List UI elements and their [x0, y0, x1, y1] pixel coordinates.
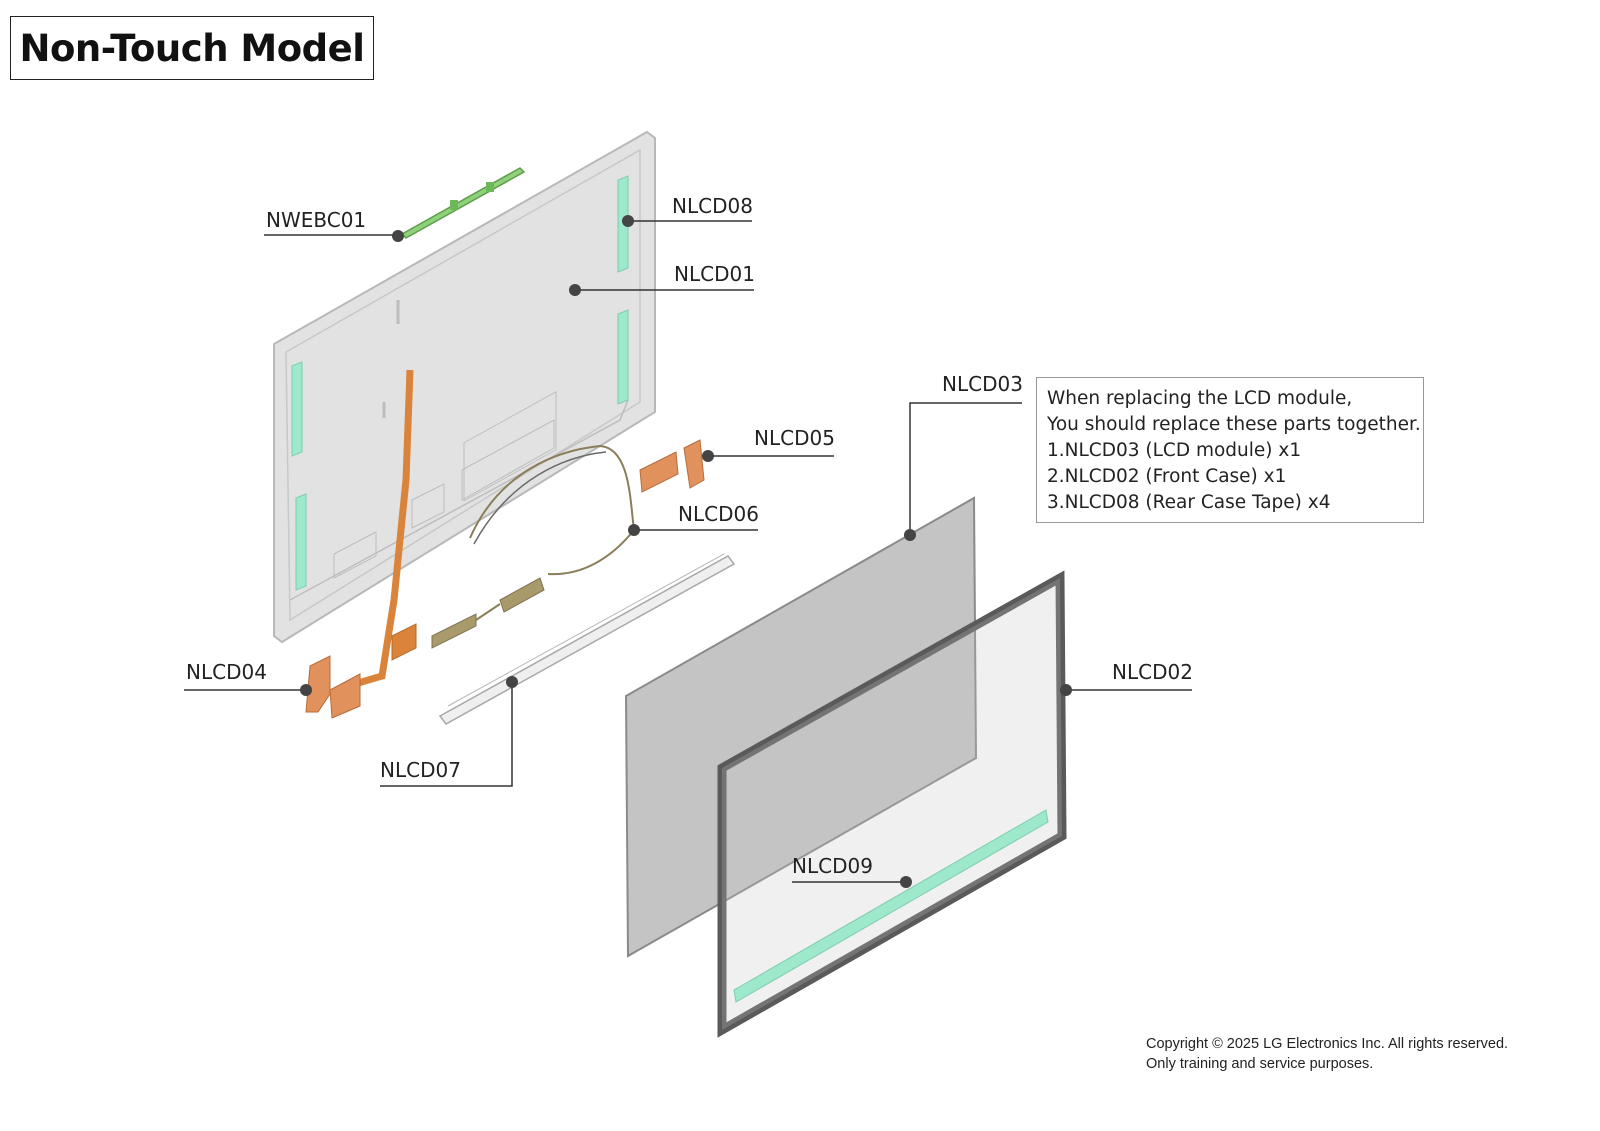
note-item: 2.NLCD02 (Front Case) x1: [1047, 466, 1287, 487]
label-nlcd05: NLCD05: [754, 426, 835, 450]
label-nlcd03: NLCD03: [942, 372, 1023, 396]
replacement-note: When replacing the LCD module, You shoul…: [1036, 377, 1424, 523]
label-nlcd07: NLCD07: [380, 758, 461, 782]
front-bezel: [717, 570, 1067, 1038]
page-title: Non-Touch Model: [19, 26, 365, 70]
label-nlcd01: NLCD01: [674, 262, 755, 286]
note-item: 3.NLCD08 (Rear Case Tape) x4: [1047, 492, 1331, 513]
label-nlcd08: NLCD08: [672, 194, 753, 218]
leader-dots: [300, 215, 1072, 888]
copyright-line-2: Only training and service purposes.: [1146, 1056, 1374, 1072]
label-nlcd04: NLCD04: [186, 660, 267, 684]
note-item: 1.NLCD03 (LCD module) x1: [1047, 440, 1302, 461]
note-line-1: When replacing the LCD module,: [1047, 388, 1353, 409]
rear-case-tapes: [291, 175, 629, 591]
label-nlcd09: NLCD09: [792, 854, 873, 878]
copyright-notice: Copyright © 2025 LG Electronics Inc. All…: [1146, 1034, 1508, 1074]
title-box: Non-Touch Model: [10, 16, 374, 80]
label-nwebc01: NWEBC01: [266, 208, 367, 232]
bezel-tape: [733, 809, 1049, 1003]
webcam-board: [400, 167, 526, 239]
antenna-cables: [431, 444, 636, 649]
copyright-line-1: Copyright © 2025 LG Electronics Inc. All…: [1146, 1036, 1509, 1052]
note-line-2: You should replace these parts together.: [1047, 414, 1421, 435]
label-nlcd06: NLCD06: [678, 502, 759, 526]
label-nlcd02: NLCD02: [1112, 660, 1193, 684]
left-hinge: [305, 655, 361, 719]
right-hinge: [639, 439, 705, 493]
lcd-flex-cable: [347, 369, 417, 690]
leader-lines: [184, 220, 1192, 883]
